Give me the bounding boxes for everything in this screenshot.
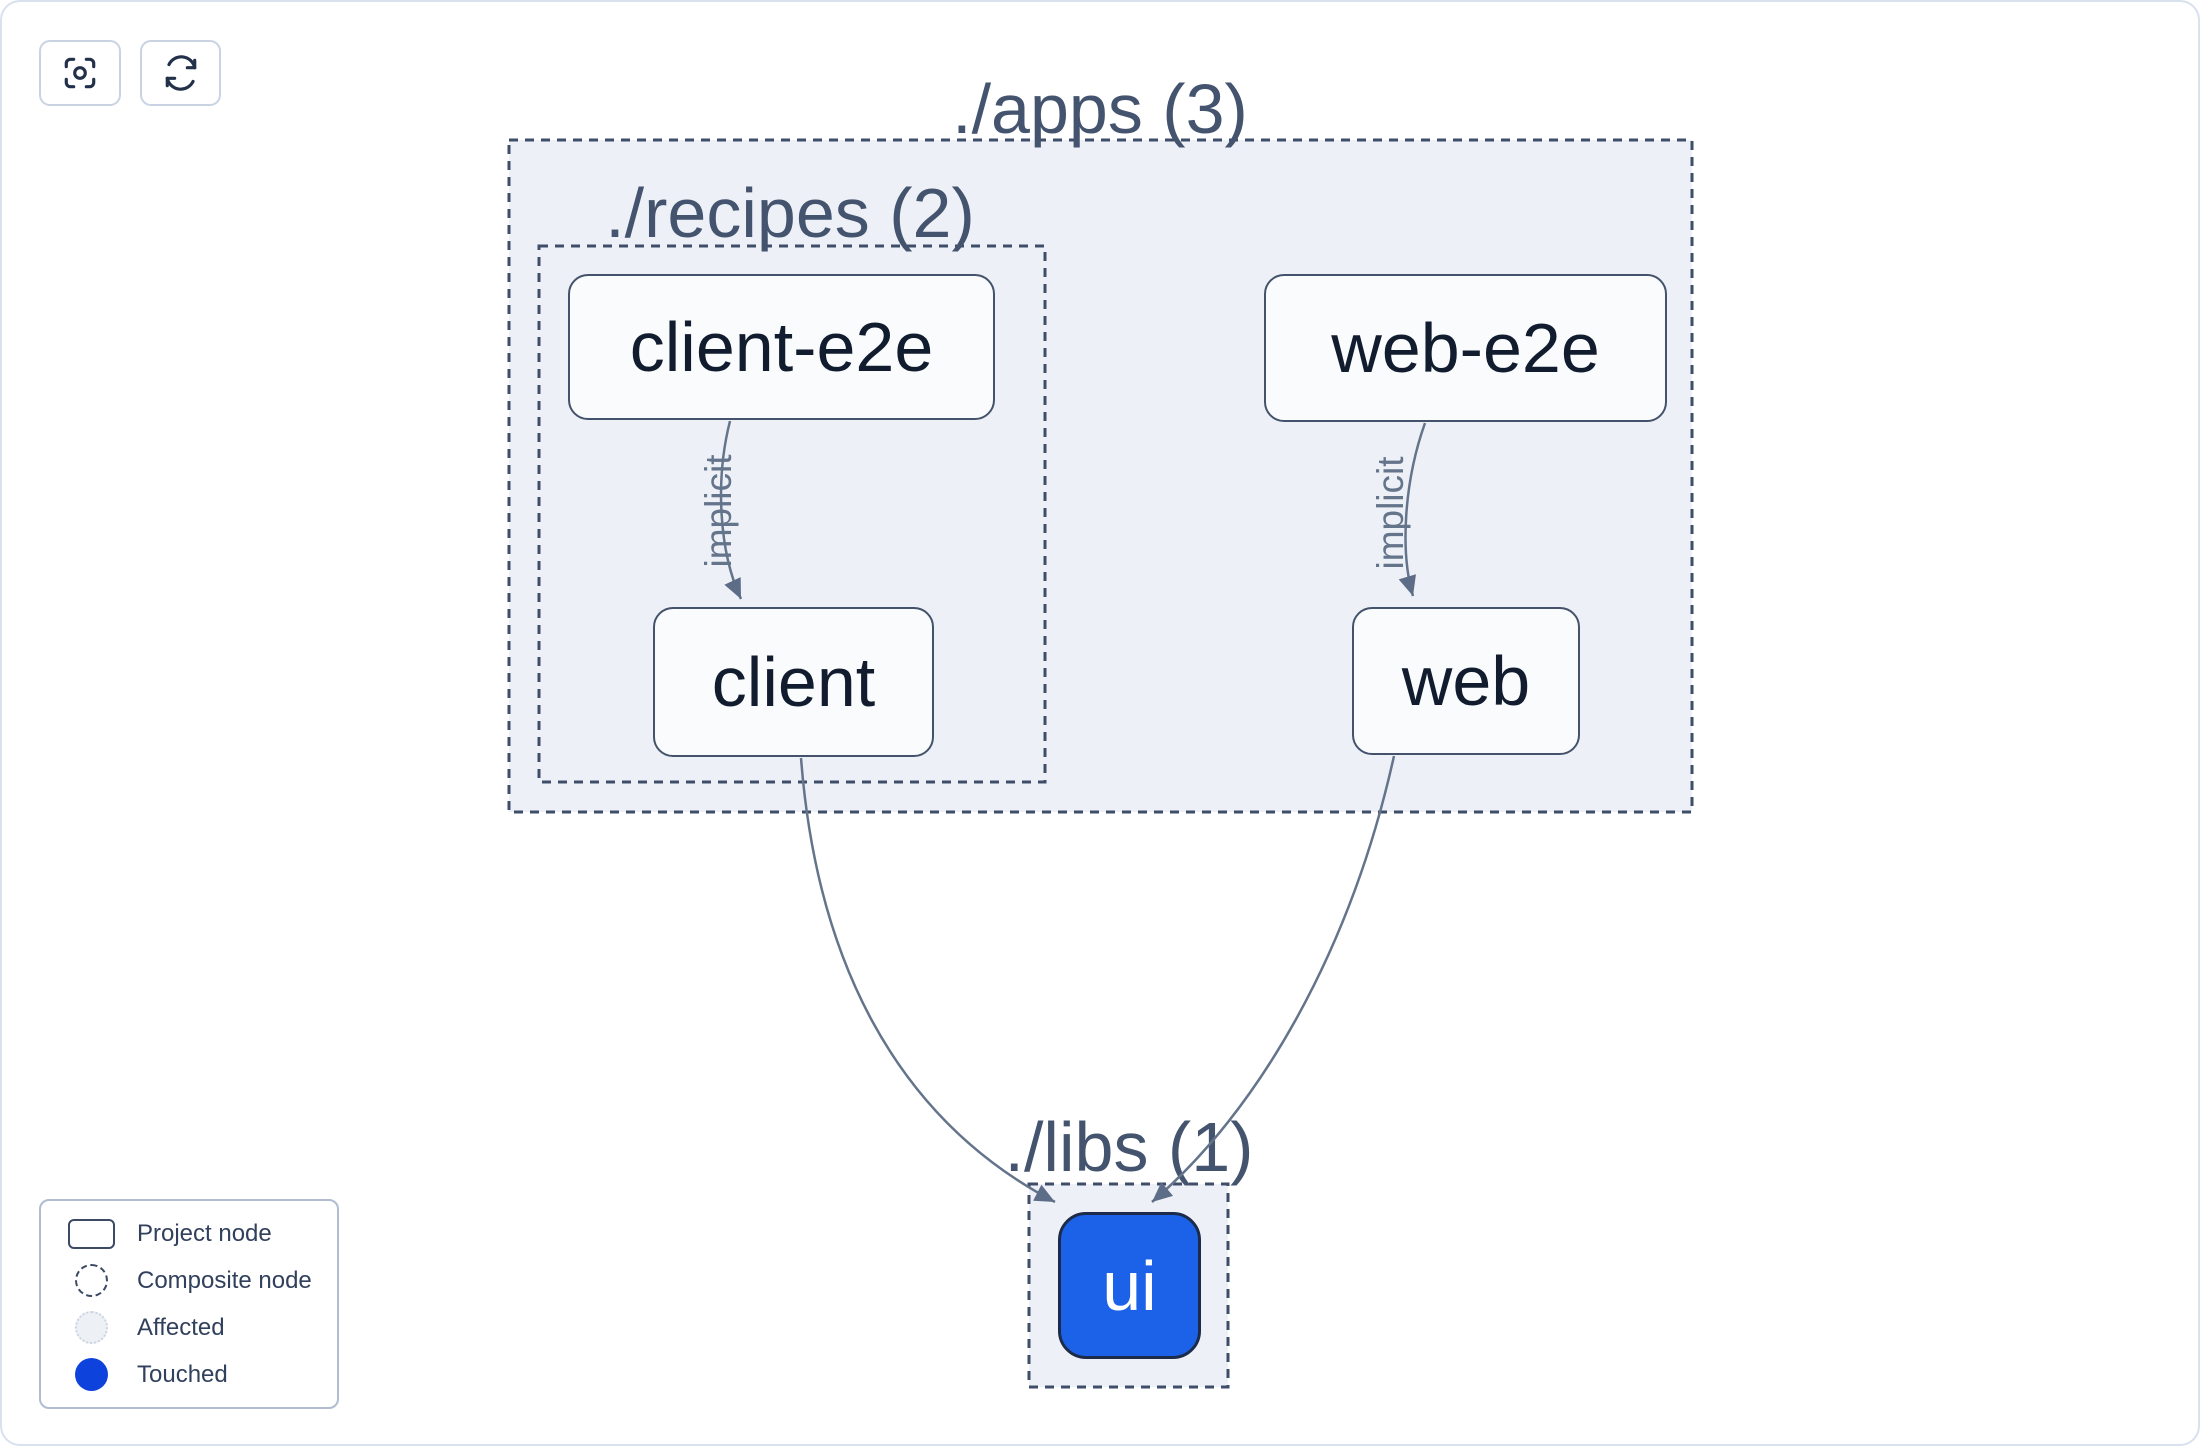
center-graph-button[interactable]: [39, 40, 121, 106]
affected-swatch-icon: [74, 1311, 108, 1344]
project-node-swatch-icon: [67, 1218, 115, 1249]
legend-panel: Project node Composite node Affected Tou…: [39, 1199, 339, 1409]
edge-web-e2e-to-web[interactable]: [1398, 422, 1427, 597]
refresh-graph-button[interactable]: [140, 40, 221, 106]
composite-label-recipes: ./recipes (2): [605, 174, 975, 252]
crosshair-focus-icon: [64, 57, 96, 89]
edge-client-e2e-to-client[interactable]: [719, 420, 743, 600]
legend-swatch-wrap: [65, 1264, 117, 1297]
touched-swatch-icon: [74, 1358, 108, 1391]
composite-node-swatch-icon: [74, 1264, 108, 1297]
project-node-client-e2e[interactable]: client-e2e: [568, 274, 995, 420]
project-node-client[interactable]: client: [653, 607, 934, 757]
legend-item-composite-node: Composite node: [65, 1257, 337, 1304]
project-node-label: web-e2e: [1331, 309, 1600, 387]
composite-label-apps: ./apps (3): [952, 70, 1248, 148]
legend-label: Project node: [137, 1219, 272, 1247]
refresh-icon: [165, 55, 196, 91]
project-node-ui-touched[interactable]: ui: [1058, 1212, 1201, 1359]
project-node-label: client-e2e: [629, 308, 934, 386]
legend-swatch-wrap: [65, 1218, 117, 1249]
composite-label-libs: ./libs (1): [1004, 1108, 1254, 1186]
legend-label: Composite node: [137, 1266, 312, 1294]
project-node-label: web: [1401, 642, 1531, 720]
edge-web-to-ui[interactable]: [1151, 755, 1396, 1203]
project-node-web-e2e[interactable]: web-e2e: [1264, 274, 1667, 422]
legend-item-touched: Touched: [65, 1351, 337, 1398]
edge-client-to-ui[interactable]: [799, 757, 1056, 1204]
legend-label: Touched: [137, 1360, 228, 1388]
project-node-label: ui: [1102, 1246, 1157, 1325]
legend-label: Affected: [137, 1313, 225, 1341]
legend-swatch-wrap: [65, 1358, 117, 1391]
legend-item-affected: Affected: [65, 1304, 337, 1351]
project-node-label: client: [711, 643, 876, 721]
project-node-web[interactable]: web: [1352, 607, 1580, 755]
legend-item-project-node: Project node: [65, 1210, 337, 1257]
legend-swatch-wrap: [65, 1311, 117, 1344]
